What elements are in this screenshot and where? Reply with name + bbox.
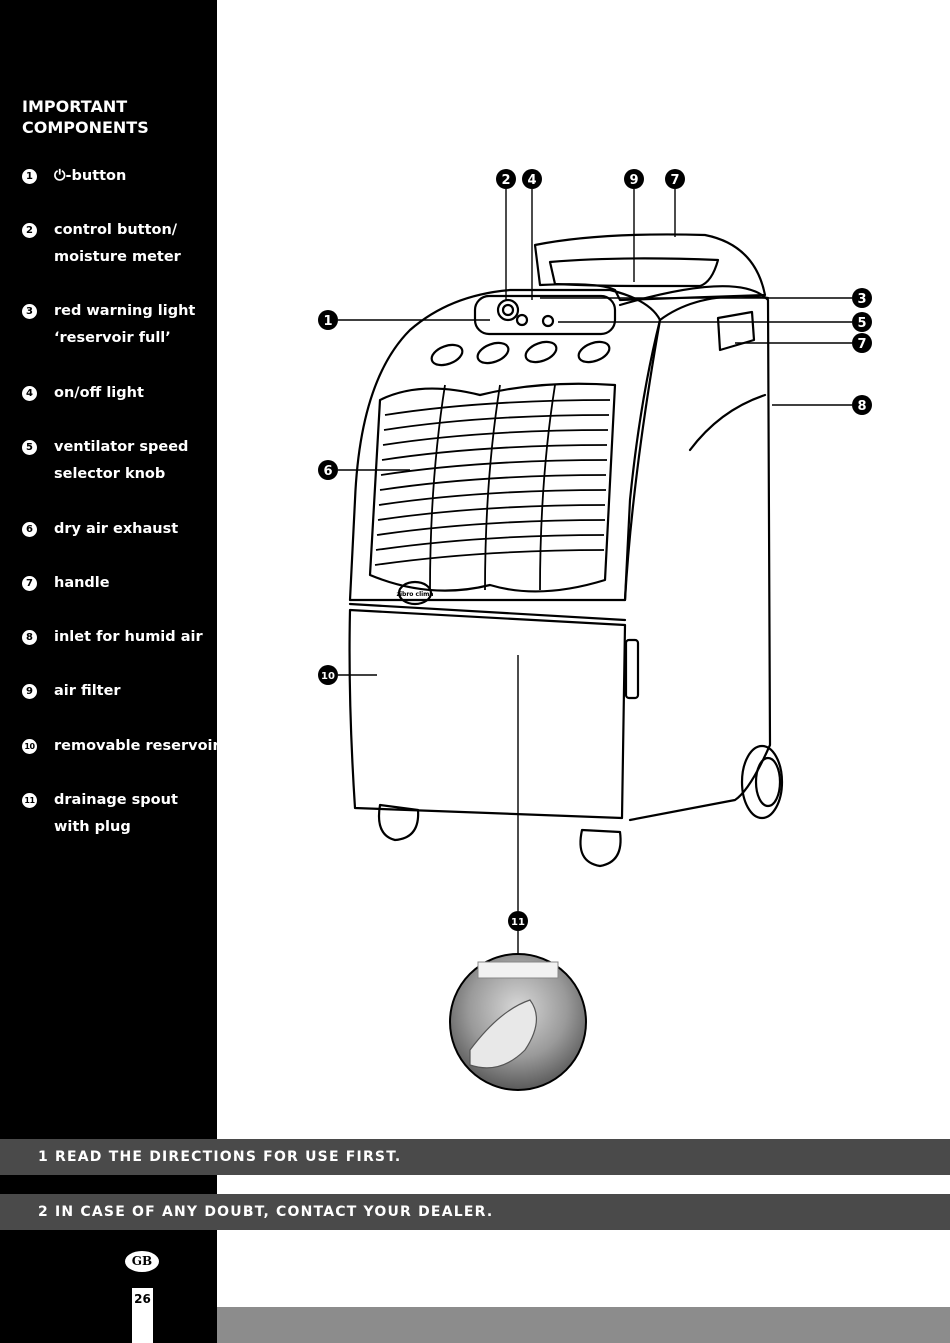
inset-unit-edge [477, 961, 559, 979]
svg-text:9: 9 [629, 173, 638, 188]
svg-text:4: 4 [527, 173, 536, 188]
component-label: red warning light [54, 303, 196, 319]
hand-icon [469, 999, 537, 1069]
component-label: ventilator speed [54, 439, 189, 455]
vent-oval [577, 340, 611, 364]
callout-7-top: 7 [665, 169, 685, 189]
country-badge: GB [125, 1251, 159, 1272]
callout-1: 1 [318, 310, 338, 330]
svg-text:2: 2 [501, 173, 510, 188]
component-label: drainage spout [54, 792, 178, 808]
component-label-line2: with plug [54, 819, 131, 835]
rear-wheel [740, 744, 784, 820]
component-number: 2 [22, 223, 37, 238]
reservoir-seam [348, 602, 627, 622]
callout-5: 5 [852, 312, 872, 332]
component-number: 10 [22, 739, 37, 754]
front-caster-right [579, 828, 622, 868]
callouts: 2 4 9 7 3 1 5 7 8 6 10 11 [318, 169, 872, 931]
callout-10: 10 [318, 665, 338, 685]
grille-lines [374, 384, 611, 591]
component-label-line2: selector knob [54, 466, 166, 482]
svg-text:7: 7 [857, 337, 866, 352]
component-label: ⏻-button [54, 168, 127, 184]
component-label: on/off light [54, 385, 144, 401]
callout-6: 6 [318, 460, 338, 480]
vent-oval [524, 340, 558, 364]
control-knob-center [501, 303, 515, 317]
component-label-line2: ‘reservoir full’ [54, 330, 171, 346]
svg-text:7: 7 [670, 173, 679, 188]
callout-11: 11 [508, 911, 528, 931]
brand-logo-text: zibro clima [397, 591, 434, 598]
component-label: inlet for humid air [54, 629, 203, 645]
component-number: 11 [22, 793, 37, 808]
side-handle [716, 310, 756, 352]
body-side-edge [623, 318, 662, 602]
svg-text:11: 11 [511, 917, 525, 928]
control-knob-icon [496, 298, 520, 322]
front-caster-left [377, 803, 420, 842]
inlet-curve [688, 393, 767, 452]
callout-7-side: 7 [852, 333, 872, 353]
callout-9: 9 [624, 169, 644, 189]
callout-4: 4 [522, 169, 542, 189]
component-label: control button/ [54, 222, 178, 238]
components-heading: IMPORTANT COMPONENTS [22, 97, 149, 137]
component-number: 5 [22, 440, 37, 455]
body-front-upper [348, 288, 662, 602]
page-number-box: 26 [132, 1288, 153, 1343]
dehumidifier-diagram: 2 4 9 7 3 1 5 7 8 6 10 11 zibro clima [318, 169, 872, 1091]
component-label: dry air exhaust [54, 521, 179, 537]
component-number: 3 [22, 304, 37, 319]
side-panel-outline [618, 285, 772, 822]
body-top-edge [658, 295, 770, 322]
svg-text:8: 8 [857, 399, 866, 414]
component-label: removable reservoir [54, 738, 220, 754]
sidebar: IMPORTANT COMPONENTS 1 ⏻-button 2 contro… [0, 0, 220, 1343]
instruction-text-2: 2 IN CASE OF ANY DOUBT, CONTACT YOUR DEA… [38, 1204, 494, 1220]
callout-3: 3 [852, 288, 872, 308]
callout-8: 8 [852, 395, 872, 415]
svg-text:6: 6 [323, 464, 332, 479]
handle-grip [548, 257, 720, 288]
speed-knob-icon [541, 314, 555, 328]
component-number: 7 [22, 576, 37, 591]
component-label: air filter [54, 683, 121, 699]
instruction-text-1: 1 READ THE DIRECTIONS FOR USE FIRST. [38, 1149, 402, 1165]
vent-oval [476, 341, 510, 365]
reservoir-outline [348, 608, 627, 820]
svg-text:3: 3 [857, 292, 866, 307]
component-label-line2: moisture meter [54, 249, 181, 265]
page-number: 26 [134, 1292, 151, 1306]
reservoir-latch [624, 638, 640, 700]
component-number: 1 [22, 169, 37, 184]
callout-2: 2 [496, 169, 516, 189]
instruction-bar-2: 2 IN CASE OF ANY DOUBT, CONTACT YOUR DEA… [0, 1194, 950, 1230]
component-number: 4 [22, 386, 37, 401]
svg-text:10: 10 [321, 671, 335, 682]
leader-lines [338, 189, 852, 955]
svg-text:1: 1 [323, 314, 332, 329]
footer-strip [217, 1307, 950, 1343]
instruction-bar-1: 1 READ THE DIRECTIONS FOR USE FIRST. [0, 1139, 950, 1175]
brand-logo [397, 580, 433, 606]
vent-oval [430, 343, 464, 367]
component-label: handle [54, 575, 110, 591]
rear-wheel-hub [754, 756, 782, 808]
control-panel [473, 294, 617, 336]
component-number: 8 [22, 630, 37, 645]
component-number: 6 [22, 522, 37, 537]
svg-text:5: 5 [857, 316, 866, 331]
indicator-light [515, 313, 529, 327]
exhaust-grille [368, 382, 617, 593]
component-number: 9 [22, 684, 37, 699]
